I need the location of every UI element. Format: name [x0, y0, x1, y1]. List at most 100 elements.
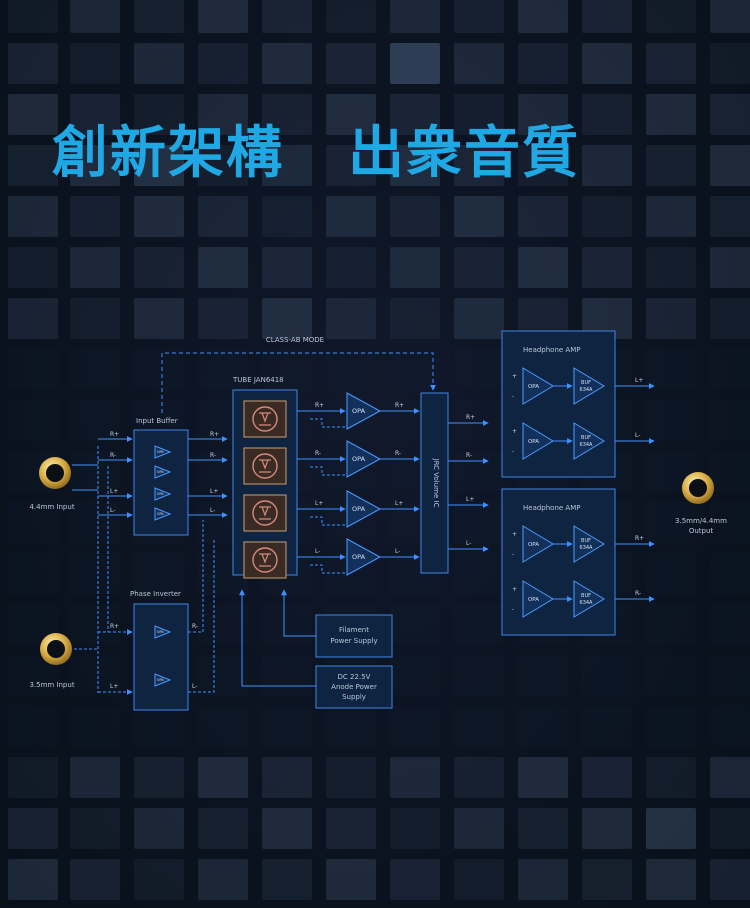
background-tile	[646, 0, 696, 33]
background-tile	[646, 757, 696, 798]
input-4-4mm-label: 4.4mm Input	[29, 503, 74, 511]
background-tile	[8, 757, 58, 798]
minus-sign: -	[512, 606, 514, 613]
opamp-triangle	[154, 625, 172, 639]
headphone-amp-title: Headphone AMP	[523, 504, 580, 512]
opamp-label: OPA	[157, 492, 165, 496]
background-tile	[454, 145, 504, 186]
background-tile	[710, 145, 750, 186]
signal-label: R-	[210, 452, 216, 459]
background-tile	[454, 757, 504, 798]
background-tile	[134, 859, 184, 900]
background-tile	[710, 298, 750, 339]
background-tile	[70, 43, 120, 84]
background-tile	[70, 247, 120, 288]
opamp-label: OPA	[157, 512, 165, 516]
background-tile	[198, 94, 248, 135]
background-tile	[582, 94, 632, 135]
background-tile	[390, 757, 440, 798]
background-tile	[326, 145, 376, 186]
power-supply-feeds	[239, 589, 316, 687]
signal-label: R+	[110, 431, 119, 438]
background-tile	[646, 859, 696, 900]
output-label-line-2: Output	[689, 527, 714, 535]
background-tile	[582, 43, 632, 84]
class-ab-mode-path: CLASS-AB MODE	[161, 336, 436, 413]
signal-wiring	[72, 383, 655, 695]
output-signal-label: R+	[635, 535, 644, 542]
tube-icon	[252, 406, 278, 432]
opamp-triangle	[522, 367, 554, 405]
class-ab-mode-label: CLASS-AB MODE	[266, 336, 324, 344]
background-tile	[326, 247, 376, 288]
signal-label: L+	[110, 683, 118, 690]
background-tile	[262, 0, 312, 33]
buffer-label: BUF	[581, 435, 591, 441]
background-tile	[198, 808, 248, 849]
background-tile	[70, 808, 120, 849]
output-signal-label: L+	[635, 377, 643, 384]
volume-ic-block: JRC Volume IC	[420, 392, 449, 574]
opamp-triangle	[346, 440, 382, 478]
buffer-triangle	[573, 367, 605, 405]
background-tile	[326, 859, 376, 900]
background-tile	[262, 43, 312, 84]
signal-line	[310, 466, 345, 476]
signal-label: R+	[315, 402, 324, 409]
background-tile	[582, 145, 632, 186]
background-tile	[454, 808, 504, 849]
opamp-label: OPA	[157, 630, 165, 634]
opamp-label: OPA	[352, 455, 366, 463]
signal-label: L+	[315, 500, 323, 507]
background-tile	[198, 298, 248, 339]
background-tile	[518, 247, 568, 288]
opamp-triangle	[154, 507, 172, 521]
background-tile	[70, 0, 120, 33]
signal-label: L-	[110, 507, 115, 514]
signal-label: L-	[192, 683, 197, 690]
background-tile	[390, 247, 440, 288]
opamp-label: OPA	[157, 450, 165, 454]
background-tile	[8, 94, 58, 135]
background-tile	[262, 145, 312, 186]
minus-sign: -	[512, 551, 514, 558]
background-tile	[454, 196, 504, 237]
background-tile	[518, 43, 568, 84]
buffer-triangle	[573, 525, 605, 563]
headline: 創新架構出衆音質	[52, 118, 580, 190]
minus-sign: -	[512, 448, 514, 455]
background-tile	[8, 145, 58, 186]
background-tile	[326, 43, 376, 84]
background-tile	[134, 145, 184, 186]
background-tile	[326, 94, 376, 135]
background-tile	[710, 0, 750, 33]
buffer-label: BUF	[581, 538, 591, 544]
opamp-triangle	[522, 580, 554, 618]
background-tile	[70, 196, 120, 237]
background-tile	[262, 196, 312, 237]
background-tile	[710, 808, 750, 849]
signal-label: L+	[110, 488, 118, 495]
background-tile	[710, 859, 750, 900]
background-tile	[262, 247, 312, 288]
background-tile	[390, 196, 440, 237]
opamp-label: OPA	[352, 407, 366, 415]
background-tile	[198, 757, 248, 798]
background-tile	[390, 43, 440, 84]
opamp-label: OPA	[528, 597, 539, 603]
opamp-triangle	[154, 673, 172, 687]
background-tile	[70, 757, 120, 798]
opamp-label: OPA	[528, 439, 539, 445]
background-tile	[454, 94, 504, 135]
signal-label: R-	[192, 623, 198, 630]
signal-label: R+	[466, 414, 475, 421]
background-tile	[326, 298, 376, 339]
background-tile	[198, 196, 248, 237]
signal-label: L-	[315, 548, 320, 555]
tube-electrode	[259, 459, 271, 473]
background-tile	[8, 808, 58, 849]
headline-part-1: 創新架構	[52, 121, 284, 186]
